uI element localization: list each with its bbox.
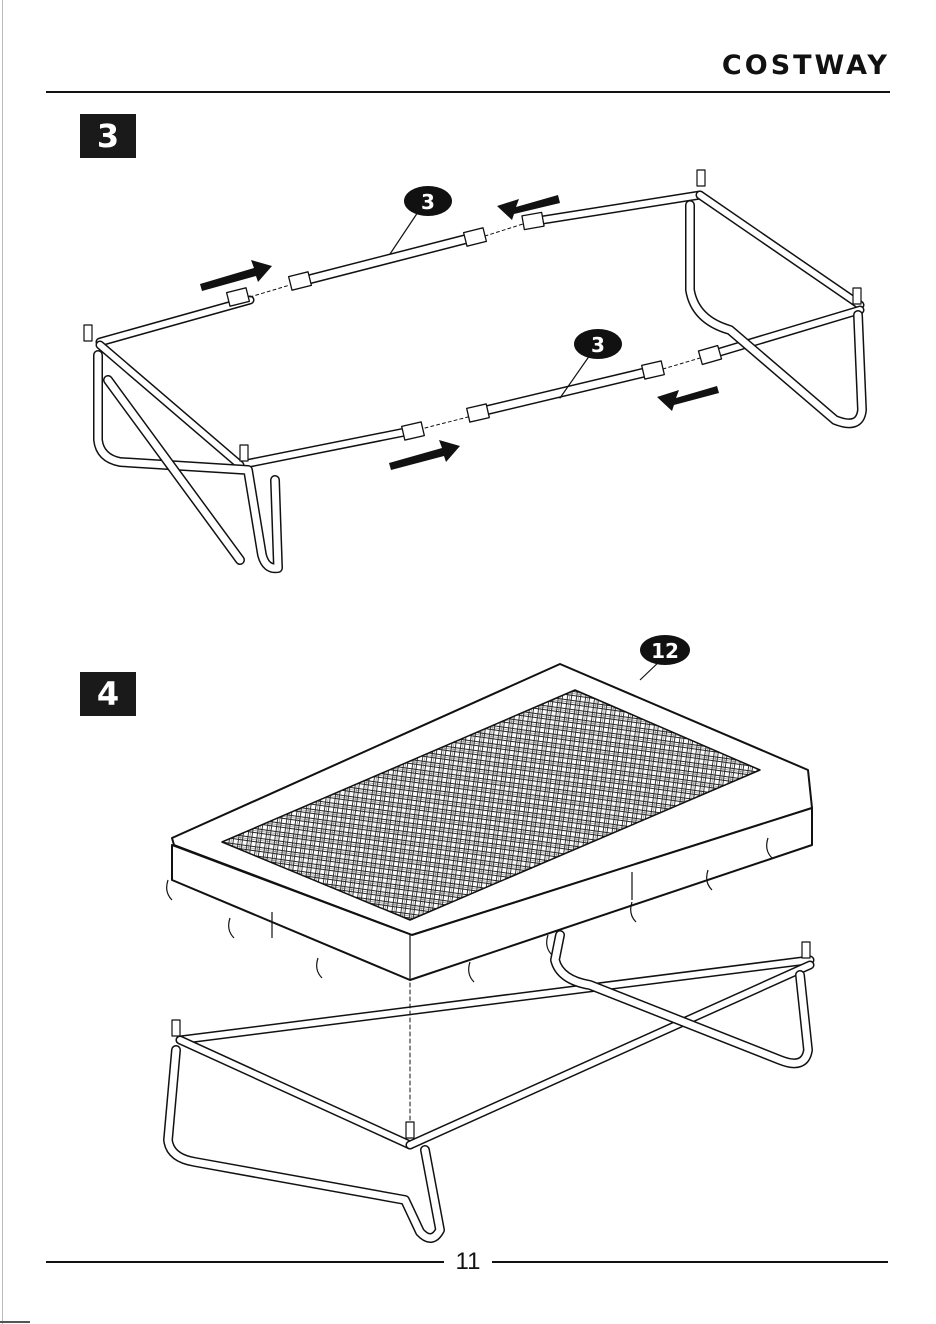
step-3-frame-diagram: [84, 170, 862, 568]
callout-label-3a: 3: [421, 190, 435, 214]
footer-rule-right: [492, 1261, 888, 1263]
page-number: 11: [444, 1248, 492, 1276]
safety-pad-12: [167, 664, 812, 982]
callout-label-12: 12: [651, 639, 679, 663]
footer-rule-left: [46, 1261, 444, 1263]
callout-label-3b: 3: [591, 333, 605, 357]
step-4-trampoline-diagram: [168, 935, 810, 1238]
